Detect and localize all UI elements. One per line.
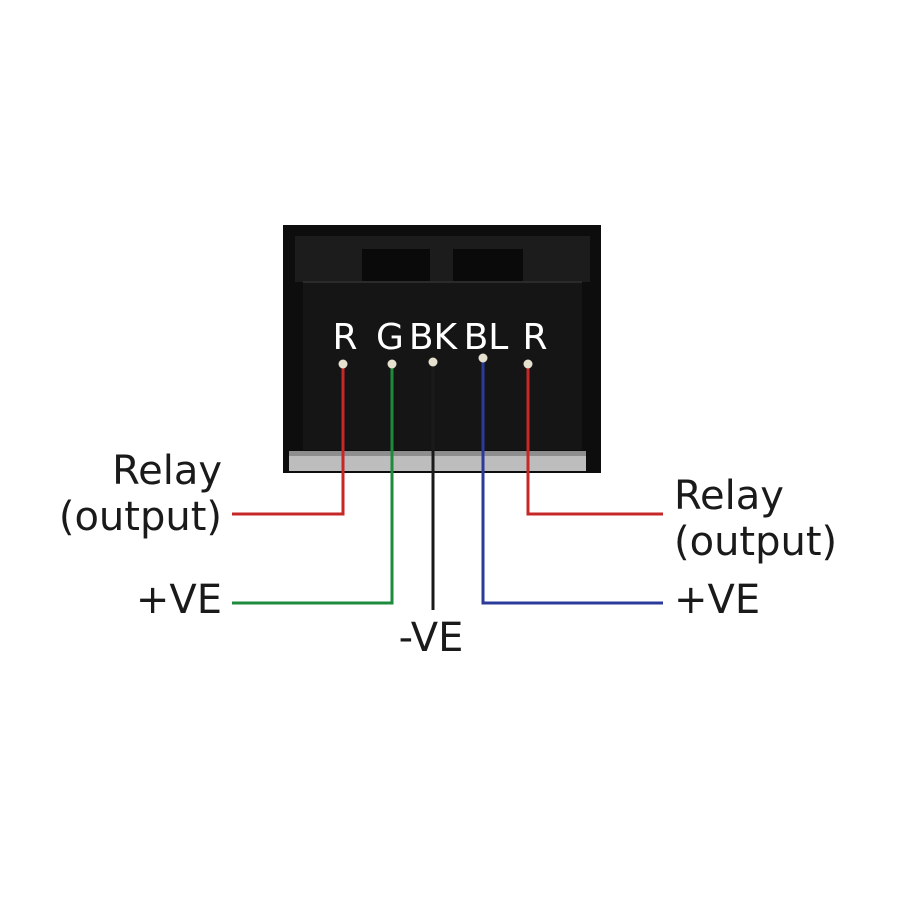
- wires: [232, 360, 663, 610]
- connector-latch-slot-right: [453, 249, 523, 282]
- connector-cavity: [303, 282, 582, 450]
- connector-bottom-lip-shade: [289, 451, 586, 456]
- pin-contact-g: [387, 359, 397, 369]
- callout-relay-left-line2: (output): [59, 494, 222, 540]
- callout-neg: -VE: [399, 615, 464, 661]
- wire-red-left: [232, 364, 345, 516]
- pin-labels: R G BK BL R: [332, 317, 547, 358]
- callout-relay-right-line2: (output): [674, 519, 837, 565]
- pin-label-bk: BK: [409, 317, 459, 358]
- callout-relay-left-line1: Relay: [112, 448, 222, 494]
- callout-pos-right: +VE: [674, 577, 760, 623]
- pin-contact-r-right: [523, 359, 533, 369]
- pin-contact-r-left: [338, 359, 348, 369]
- callout-relay-right-line1: Relay: [674, 473, 784, 519]
- callouts: Relay (output) +VE -VE Relay (output) +V…: [59, 448, 837, 661]
- wire-blue: [481, 360, 663, 605]
- callout-pos-left: +VE: [136, 577, 222, 623]
- wire-red-right: [526, 364, 663, 516]
- pin-contact-bk: [428, 357, 438, 367]
- pin-label-bl: BL: [464, 317, 509, 358]
- pin-label-r-right: R: [522, 317, 547, 358]
- connector-top-ledge: [295, 236, 590, 282]
- pin-contacts: [338, 353, 533, 369]
- wire-green: [232, 364, 394, 605]
- connector-housing: [283, 225, 601, 473]
- pin-label-g: G: [376, 317, 404, 358]
- connector-latch-slot-left: [362, 249, 430, 282]
- pin-label-r-left: R: [332, 317, 357, 358]
- pin-contact-bl: [478, 353, 488, 363]
